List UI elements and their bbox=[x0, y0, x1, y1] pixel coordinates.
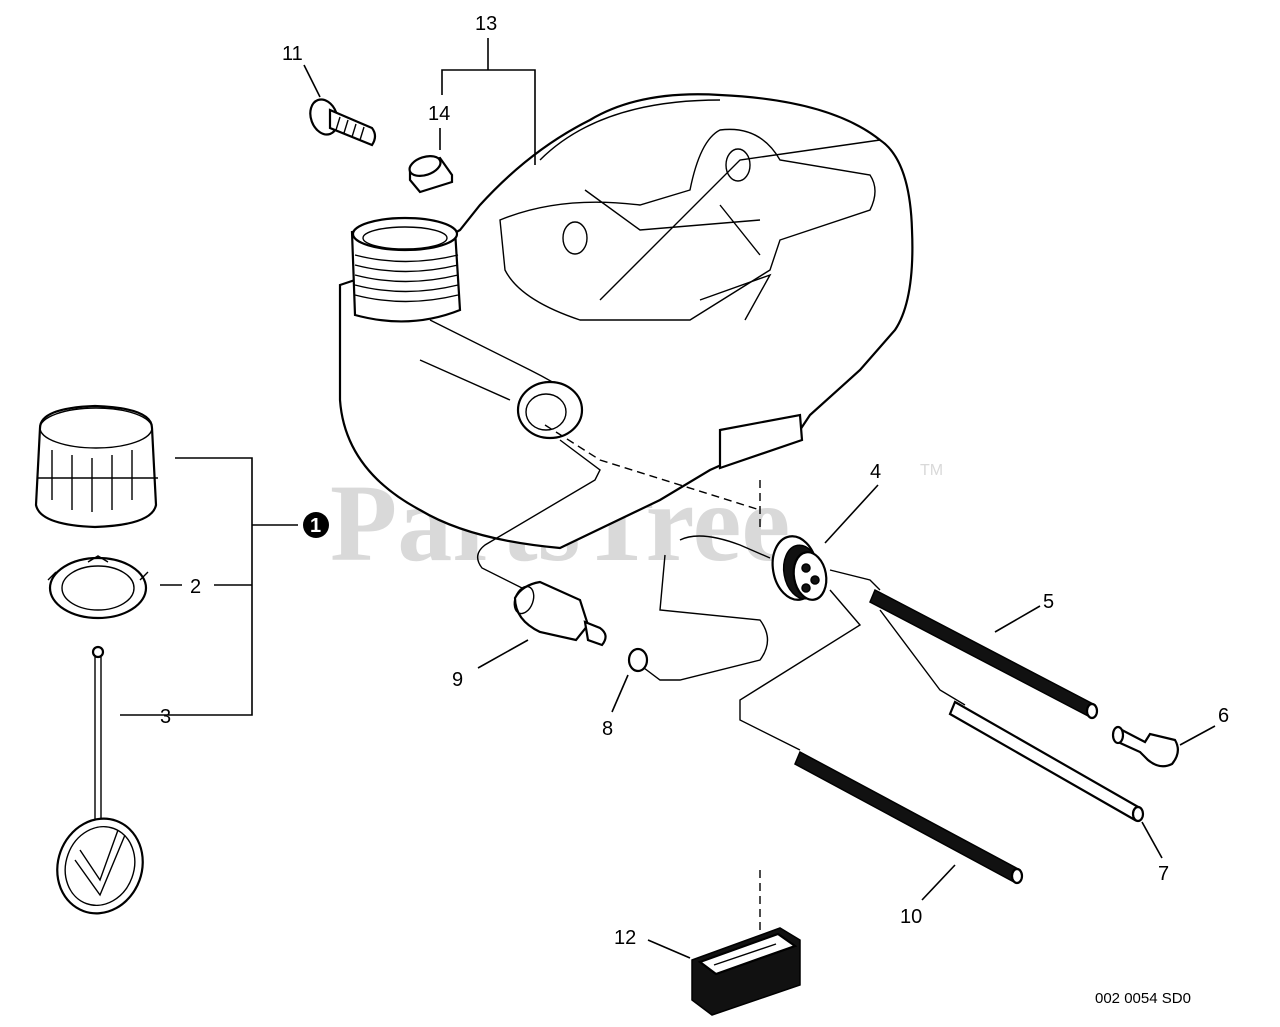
fuel-cap-part-1 bbox=[34, 404, 158, 529]
callout-2: 2 bbox=[190, 576, 201, 598]
fuel-hose-part-10 bbox=[794, 750, 1024, 885]
callout-1: 1 bbox=[310, 515, 321, 537]
callout-14: 14 bbox=[428, 103, 450, 125]
callout-10: 10 bbox=[900, 906, 922, 928]
o-ring-part-8 bbox=[627, 647, 649, 673]
callout-7: 7 bbox=[1158, 863, 1169, 885]
bolt-part-11 bbox=[309, 98, 377, 147]
pad-part-12 bbox=[691, 927, 801, 1016]
diagram-code: 002 0054 SD0 bbox=[1095, 990, 1191, 1007]
fuel-hose-part-5 bbox=[869, 588, 1099, 720]
callout-6: 6 bbox=[1218, 705, 1229, 727]
callout-11: 11 bbox=[282, 43, 303, 65]
callout-1-badge bbox=[303, 512, 329, 538]
fuel-tank bbox=[338, 93, 914, 550]
strainer-part-3 bbox=[56, 645, 144, 915]
bushing-part-14 bbox=[408, 155, 454, 194]
fitting-part-6 bbox=[1111, 725, 1179, 768]
callout-3: 3 bbox=[160, 706, 171, 728]
grommet-part-4 bbox=[771, 535, 828, 601]
watermark-trademark: TM bbox=[920, 462, 943, 479]
gasket-part-2 bbox=[47, 555, 149, 620]
callout-5: 5 bbox=[1043, 591, 1054, 613]
callout-12: 12 bbox=[614, 927, 636, 949]
callout-9: 9 bbox=[452, 669, 463, 691]
callout-13: 13 bbox=[475, 13, 497, 35]
callout-8: 8 bbox=[602, 718, 613, 740]
fuel-filter-part-9 bbox=[513, 580, 607, 647]
tube-part-7 bbox=[948, 700, 1145, 823]
callout-4: 4 bbox=[870, 461, 881, 483]
